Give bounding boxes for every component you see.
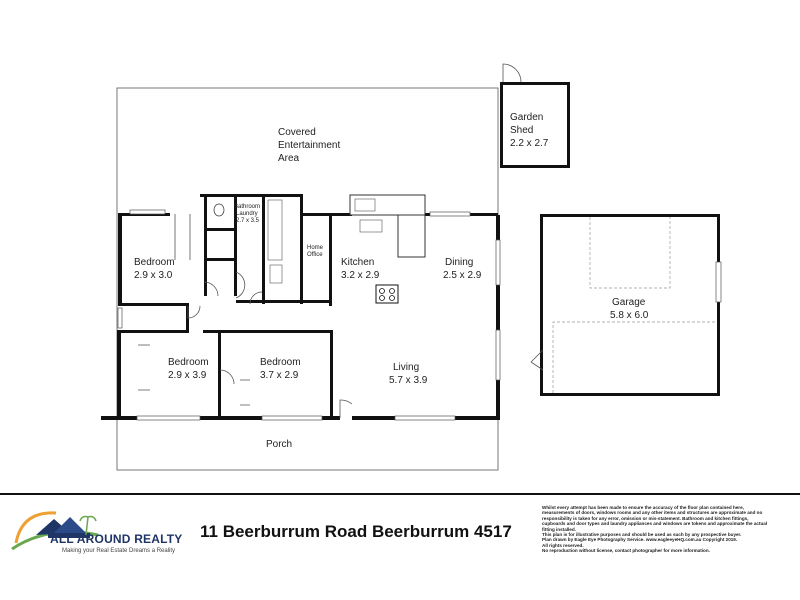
label-laundry: Laundry	[236, 211, 258, 217]
label-garage: Garage	[612, 297, 646, 308]
label-home: Home	[307, 245, 324, 251]
disclaimer: Whilst every attempt has been made to en…	[542, 505, 794, 554]
disclaimer-line: measurements of doors, windows rooms and…	[542, 510, 763, 516]
label-shed-line1: Garden	[510, 112, 543, 123]
brand-name: ALL AROUND REALTY	[50, 532, 183, 546]
label-living-size: 5.7 x 3.9	[389, 375, 428, 386]
garage	[530, 214, 722, 396]
label-office: Office	[307, 252, 323, 258]
disclaimer-line: All rights reserved.	[542, 542, 584, 548]
house-walls	[101, 194, 501, 421]
label-bedroom-3: Bedroom	[260, 357, 301, 368]
label-porch: Porch	[266, 439, 292, 450]
label-covered-line3: Area	[278, 153, 300, 164]
brand-tagline: Making your Real Estate Dreams a Reality	[62, 548, 176, 554]
label-bathroom-size: 2.7 x 3.5	[236, 218, 260, 224]
label-bedroom-2-size: 2.9 x 3.9	[168, 370, 207, 381]
label-covered-line1: Covered	[278, 127, 316, 138]
label-shed-line2: Shed	[510, 125, 533, 136]
disclaimer-line: Plan drawn by Eagle Eye Photography Serv…	[542, 537, 738, 543]
label-dining-size: 2.5 x 2.9	[443, 270, 482, 281]
disclaimer-line: This plan is for illustrative purposes a…	[542, 532, 742, 538]
disclaimer-line: cupboards and door types and laundry app…	[542, 521, 768, 527]
disclaimer-line: Whilst every attempt has been made to en…	[542, 505, 744, 510]
brand-logo-icon	[11, 511, 99, 551]
disclaimer-line: No reproduction without license, contact…	[542, 548, 710, 554]
label-dining: Dining	[445, 257, 473, 268]
label-kitchen: Kitchen	[341, 257, 374, 268]
room-labels: Covered Entertainment Area Garden Shed 2…	[134, 112, 649, 450]
label-bedroom-2: Bedroom	[168, 357, 209, 368]
disclaimer-line: fitting installed.	[542, 526, 576, 532]
label-shed-size: 2.2 x 2.7	[510, 138, 549, 149]
label-garage-size: 5.8 x 6.0	[610, 310, 649, 321]
label-living: Living	[393, 362, 419, 373]
label-bedroom-1: Bedroom	[134, 257, 175, 268]
label-kitchen-size: 3.2 x 2.9	[341, 270, 380, 281]
property-address: 11 Beerburrum Road Beerburrum 4517	[200, 522, 512, 541]
label-covered-line2: Entertainment	[278, 140, 340, 151]
label-bathroom: Bathroom	[234, 204, 260, 210]
label-bedroom-1-size: 2.9 x 3.0	[134, 270, 173, 281]
garden-shed	[500, 63, 570, 168]
footer-divider	[0, 493, 800, 495]
label-bedroom-3-size: 3.7 x 2.9	[260, 370, 299, 381]
disclaimer-line: responsibility is taken for any error, o…	[542, 515, 749, 521]
